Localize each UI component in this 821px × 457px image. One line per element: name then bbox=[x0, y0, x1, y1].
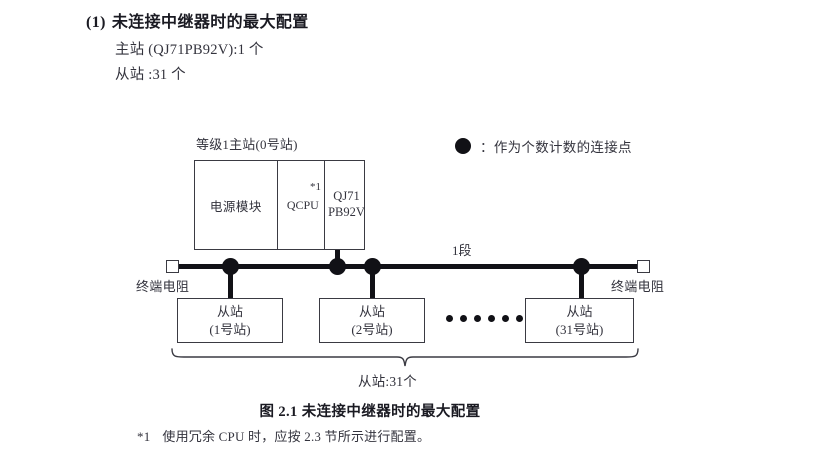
slave-group-brace bbox=[170, 348, 640, 368]
slave-drop-line bbox=[370, 268, 375, 299]
ellipsis-dot bbox=[516, 315, 523, 322]
terminating-resistor-right-icon bbox=[637, 260, 650, 273]
ellipsis-dot bbox=[474, 315, 481, 322]
slave-station-box: 从站 (2号站) bbox=[319, 298, 425, 343]
qj71-module-label-line1: QJ71 bbox=[333, 189, 360, 204]
footnote-mark: *1 bbox=[137, 429, 151, 444]
slave-drop-line bbox=[228, 268, 233, 299]
ellipsis-dot bbox=[488, 315, 495, 322]
slave-station-title: 从站 bbox=[358, 303, 385, 319]
section-number: (1) bbox=[86, 14, 106, 31]
slave-station-number: (31号站) bbox=[555, 321, 604, 337]
qcpu-module-label: QCPU bbox=[286, 197, 319, 212]
footnote: *1 使用冗余 CPU 时，应按 2.3 节所示进行配置。 bbox=[137, 426, 430, 445]
master-station-caption: 等级1主站(0号站) bbox=[196, 137, 298, 152]
section-title: 未连接中继器时的最大配置 bbox=[111, 14, 309, 31]
bus-node-icon bbox=[364, 258, 381, 275]
slave-station-box: 从站 (31号站) bbox=[525, 298, 634, 343]
terminating-resistor-right-label: 终端电阻 bbox=[611, 279, 665, 294]
bus-line bbox=[172, 264, 644, 269]
slave-station-title: 从站 bbox=[216, 303, 243, 319]
figure-caption: 图 2.1 未连接中继器时的最大配置 bbox=[259, 404, 481, 420]
legend-label: 作为个数计数的连接点 bbox=[493, 140, 632, 155]
slave-drop-line bbox=[579, 268, 584, 299]
master-station-rack: 电源模块 QCPU *1 QJ71 PB92V bbox=[194, 160, 365, 250]
qcpu-module-slot: QCPU *1 bbox=[278, 161, 325, 249]
slave-group-label: 从站:31个 bbox=[358, 374, 417, 389]
ellipsis-dots bbox=[446, 315, 523, 322]
terminating-resistor-left-icon bbox=[166, 260, 179, 273]
qj71-module-label-line2: PB92V bbox=[328, 205, 365, 219]
qcpu-footnote-ref: *1 bbox=[310, 181, 321, 193]
ellipsis-dot bbox=[502, 315, 509, 322]
legend-separator: ： bbox=[480, 140, 494, 155]
filled-circle-icon bbox=[455, 138, 471, 154]
slave-station-title: 从站 bbox=[566, 303, 593, 319]
legend: ： 作为个数计数的连接点 bbox=[455, 136, 632, 156]
ellipsis-dot bbox=[446, 315, 453, 322]
slave-station-box: 从站 (1号站) bbox=[177, 298, 283, 343]
slave-station-number: (1号站) bbox=[209, 321, 251, 337]
bus-node-icon bbox=[329, 258, 346, 275]
qj71-module-slot: QJ71 PB92V bbox=[325, 161, 365, 249]
segment-label: 1段 bbox=[452, 243, 472, 258]
slave-station-number: (2号站) bbox=[351, 321, 393, 337]
spec-line-master: 主站 (QJ71PB92V):1 个 bbox=[115, 42, 264, 58]
bus-node-icon bbox=[573, 258, 590, 275]
spec-line-slave: 从站 :31 个 bbox=[115, 67, 186, 83]
ellipsis-dot bbox=[460, 315, 467, 322]
power-module-label: 电源模块 bbox=[209, 199, 262, 214]
terminating-resistor-left-label: 终端电阻 bbox=[136, 279, 190, 294]
bus-node-icon bbox=[222, 258, 239, 275]
power-module-slot: 电源模块 bbox=[195, 161, 278, 249]
section-heading: (1) 未连接中继器时的最大配置 bbox=[86, 8, 309, 32]
footnote-text: 使用冗余 CPU 时，应按 2.3 节所示进行配置。 bbox=[162, 429, 431, 444]
